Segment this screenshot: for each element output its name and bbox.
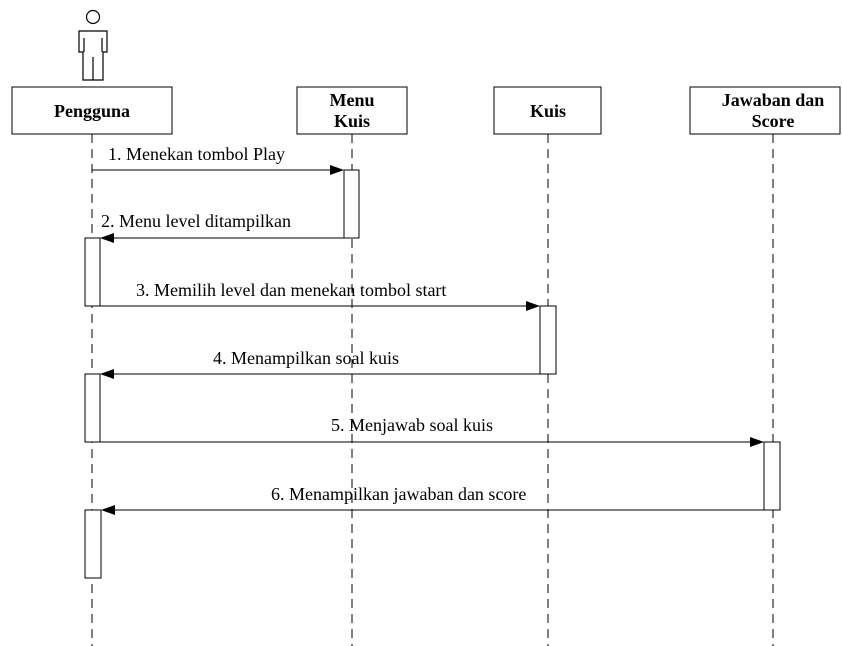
lifeline-jawaban-score-label-line2: Score xyxy=(752,111,795,131)
arrowhead-left-icon xyxy=(100,369,114,379)
message-3: 3. Memilih level dan menekan tombol star… xyxy=(100,280,540,311)
message-3-label: 3. Memilih level dan menekan tombol star… xyxy=(136,280,446,300)
user-actor-icon xyxy=(78,9,108,81)
lifeline-menu-kuis: Menu Kuis xyxy=(296,86,408,135)
lifeline-kuis-label: Kuis xyxy=(530,101,566,121)
lifeline-pengguna: Pengguna xyxy=(11,86,173,135)
arrowhead-right-icon xyxy=(750,437,764,447)
message-2-label: 2. Menu level ditampilkan xyxy=(101,211,291,231)
message-4: 4. Menampilkan soal kuis xyxy=(100,348,540,379)
arrowhead-left-icon xyxy=(100,233,114,243)
message-1: 1. Menekan tombol Play xyxy=(92,144,344,175)
message-4-label: 4. Menampilkan soal kuis xyxy=(213,348,399,368)
activation-bar xyxy=(763,441,781,511)
arrowhead-right-icon xyxy=(330,165,344,175)
activation-bar xyxy=(343,169,360,239)
lifeline-jawaban-score: Jawaban dan Score xyxy=(689,86,841,135)
activation-bar xyxy=(84,509,102,579)
message-6: 6. Menampilkan jawaban dan score xyxy=(101,484,764,515)
activation-bar xyxy=(84,373,101,443)
arrowhead-right-icon xyxy=(526,301,540,311)
activation-bar xyxy=(84,237,101,307)
lifeline-kuis: Kuis xyxy=(493,86,602,135)
message-1-label: 1. Menekan tombol Play xyxy=(108,144,285,164)
message-2: 2. Menu level ditampilkan xyxy=(100,211,344,243)
arrowhead-left-icon xyxy=(101,505,115,515)
message-6-label: 6. Menampilkan jawaban dan score xyxy=(271,484,526,504)
lifeline-menu-kuis-label-line1: Menu xyxy=(330,90,375,110)
activation-bar xyxy=(539,305,557,375)
message-5-label: 5. Menjawab soal kuis xyxy=(331,415,493,435)
lifeline-jawaban-score-label-line1: Jawaban dan xyxy=(722,90,825,110)
lifeline-pengguna-label: Pengguna xyxy=(54,101,130,121)
lifeline-menu-kuis-label-line2: Kuis xyxy=(334,111,370,131)
message-5: 5. Menjawab soal kuis xyxy=(100,415,764,447)
